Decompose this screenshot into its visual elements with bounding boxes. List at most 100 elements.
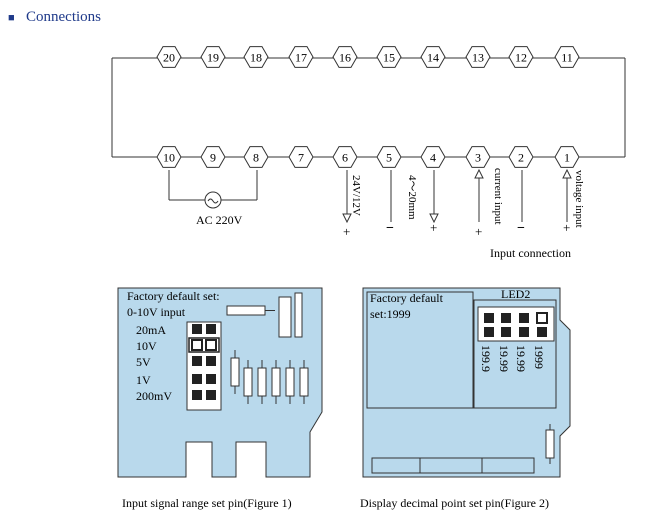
terminal-number: 15 [383,51,395,65]
jumper-pin [192,390,202,400]
jumper-pin [192,374,202,384]
led-jumper-pin [484,327,494,337]
figure2-title-line1: Factory default [370,291,444,305]
current-input-label: current input [492,168,504,225]
terminal-10: 10 [156,146,182,168]
range-option: 10V [136,339,157,353]
led-jumper-pin [519,327,529,337]
terminal-number: 13 [472,51,484,65]
jumper-pin [191,339,203,351]
terminal-number: 2 [518,151,524,165]
top-terminal-row: 20 19 18 17 16 15 14 13 12 11 [156,46,580,68]
supply-voltage-label: 24V/12V [350,175,362,216]
figure2-title-line2: set:1999 [370,307,411,321]
terminal-12: 12 [508,46,534,68]
terminal-15: 15 [376,46,402,68]
terminal-number: 10 [163,151,175,165]
range-option: 1V [136,373,151,387]
terminal-17: 17 [288,46,314,68]
figure2-caption: Display decimal point set pin(Figure 2) [360,496,549,510]
terminal-number: 9 [210,151,216,165]
heading-title: Connections [26,9,101,25]
terminal-14: 14 [420,46,446,68]
jumper-shunt [188,337,220,353]
range-option: 5V [136,355,151,369]
minus-sign-terminal-2: − [517,221,525,236]
terminal-bus [111,57,626,158]
current-output-label: 4～20mm [406,175,418,220]
terminal-number: 12 [515,51,527,65]
terminal-4: 4 [420,146,446,168]
led-jumper-pin [519,313,529,323]
terminal-5: 5 [376,146,402,168]
resistor [243,360,253,404]
terminal-7: 7 [288,146,314,168]
jumper-pin [192,356,202,366]
led-jumper-pin [484,313,494,323]
resistor [299,360,309,404]
ac-power-loop [168,170,258,209]
terminal-number: 5 [386,151,392,165]
resistor [257,360,267,404]
terminal-number: 4 [430,151,436,165]
input-connection-label: Input connection [490,246,571,260]
terminal-number: 18 [250,51,262,65]
terminal-20: 20 [156,46,182,68]
terminal-number: 11 [561,51,573,65]
jumper-pin [206,356,216,366]
plus-sign-terminal-3: + [475,224,482,239]
decimal-option: 19.99 [514,345,528,372]
heading-bullet: ■ [8,12,15,24]
terminal-3: 3 [465,146,491,168]
figure2-board [362,287,571,478]
minus-sign-terminal-5: − [386,221,394,236]
terminal-1: 1 [554,146,580,168]
terminal-19: 19 [200,46,226,68]
led-jumper-pin [536,312,548,324]
decimal-option: 199.9 [479,345,493,372]
jumper-pin [205,339,217,351]
led-jumper-pin [501,313,511,323]
terminal-6: 6 [332,146,358,168]
decimal-option: 1999 [532,345,546,369]
terminal-number: 3 [475,151,481,165]
resistor [271,360,281,404]
terminal-number: 20 [163,51,175,65]
figure1-range-options: 20mA 10V 5V 1V 200mV [136,323,172,403]
figure1-title-line2: 0-10V input [127,305,186,319]
led-jumper-pin [501,327,511,337]
led-jumper-pin [537,327,547,337]
resistor [230,350,240,394]
terminal-number: 6 [342,151,348,165]
terminal-number: 16 [339,51,351,65]
jumper-pin [206,324,216,334]
terminal-number: 17 [295,51,307,65]
plus-sign-terminal-4: + [430,220,437,235]
range-option: 200mV [136,389,172,403]
terminal-11: 11 [554,46,580,68]
ac-power-label: AC 220V [196,213,243,227]
terminal-18: 18 [243,46,269,68]
figure2-led-label: LED2 [501,287,530,301]
terminal-16: 16 [332,46,358,68]
terminal-13: 13 [465,46,491,68]
terminal-8: 8 [243,146,269,168]
jumper-pin [206,390,216,400]
bottom-terminal-row: 10 9 8 7 6 5 4 3 2 1 [156,146,580,168]
terminal-number: 7 [298,151,304,165]
plus-sign-terminal-1: + [563,220,570,235]
resistor [285,360,295,404]
decimal-option: 19.99 [497,345,511,372]
figure1-caption: Input signal range set pin(Figure 1) [122,496,292,510]
terminal-number: 1 [564,151,570,165]
terminal-9: 9 [200,146,226,168]
jumper-pin [206,374,216,384]
voltage-input-label: voltage input [573,170,585,228]
figure1-title-line1: Factory default set: [127,289,220,303]
figure1-board [117,287,323,478]
range-option: 20mA [136,323,166,337]
terminal-2: 2 [508,146,534,168]
terminal-number: 19 [207,51,219,65]
